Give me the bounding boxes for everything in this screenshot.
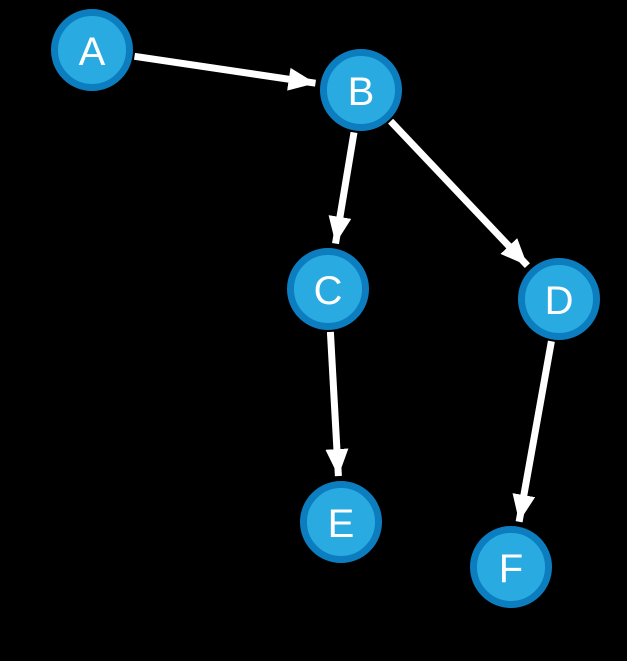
- node-A[interactable]: A: [51, 9, 133, 91]
- node-E[interactable]: E: [300, 481, 382, 563]
- node-circle: [287, 248, 369, 330]
- edge-B-C: [328, 131, 358, 245]
- edge-D-F: [512, 340, 555, 523]
- node-circle: [470, 526, 552, 608]
- node-circle: [51, 9, 133, 91]
- edge-C-E: [325, 331, 349, 477]
- node-B[interactable]: B: [320, 49, 402, 131]
- edge-B-D: [388, 118, 530, 269]
- node-C[interactable]: C: [287, 248, 369, 330]
- node-D[interactable]: D: [518, 258, 600, 340]
- edge-A-B: [133, 52, 317, 91]
- node-circle: [518, 258, 600, 340]
- node-F[interactable]: F: [470, 526, 552, 608]
- node-circle: [300, 481, 382, 563]
- node-circle: [320, 49, 402, 131]
